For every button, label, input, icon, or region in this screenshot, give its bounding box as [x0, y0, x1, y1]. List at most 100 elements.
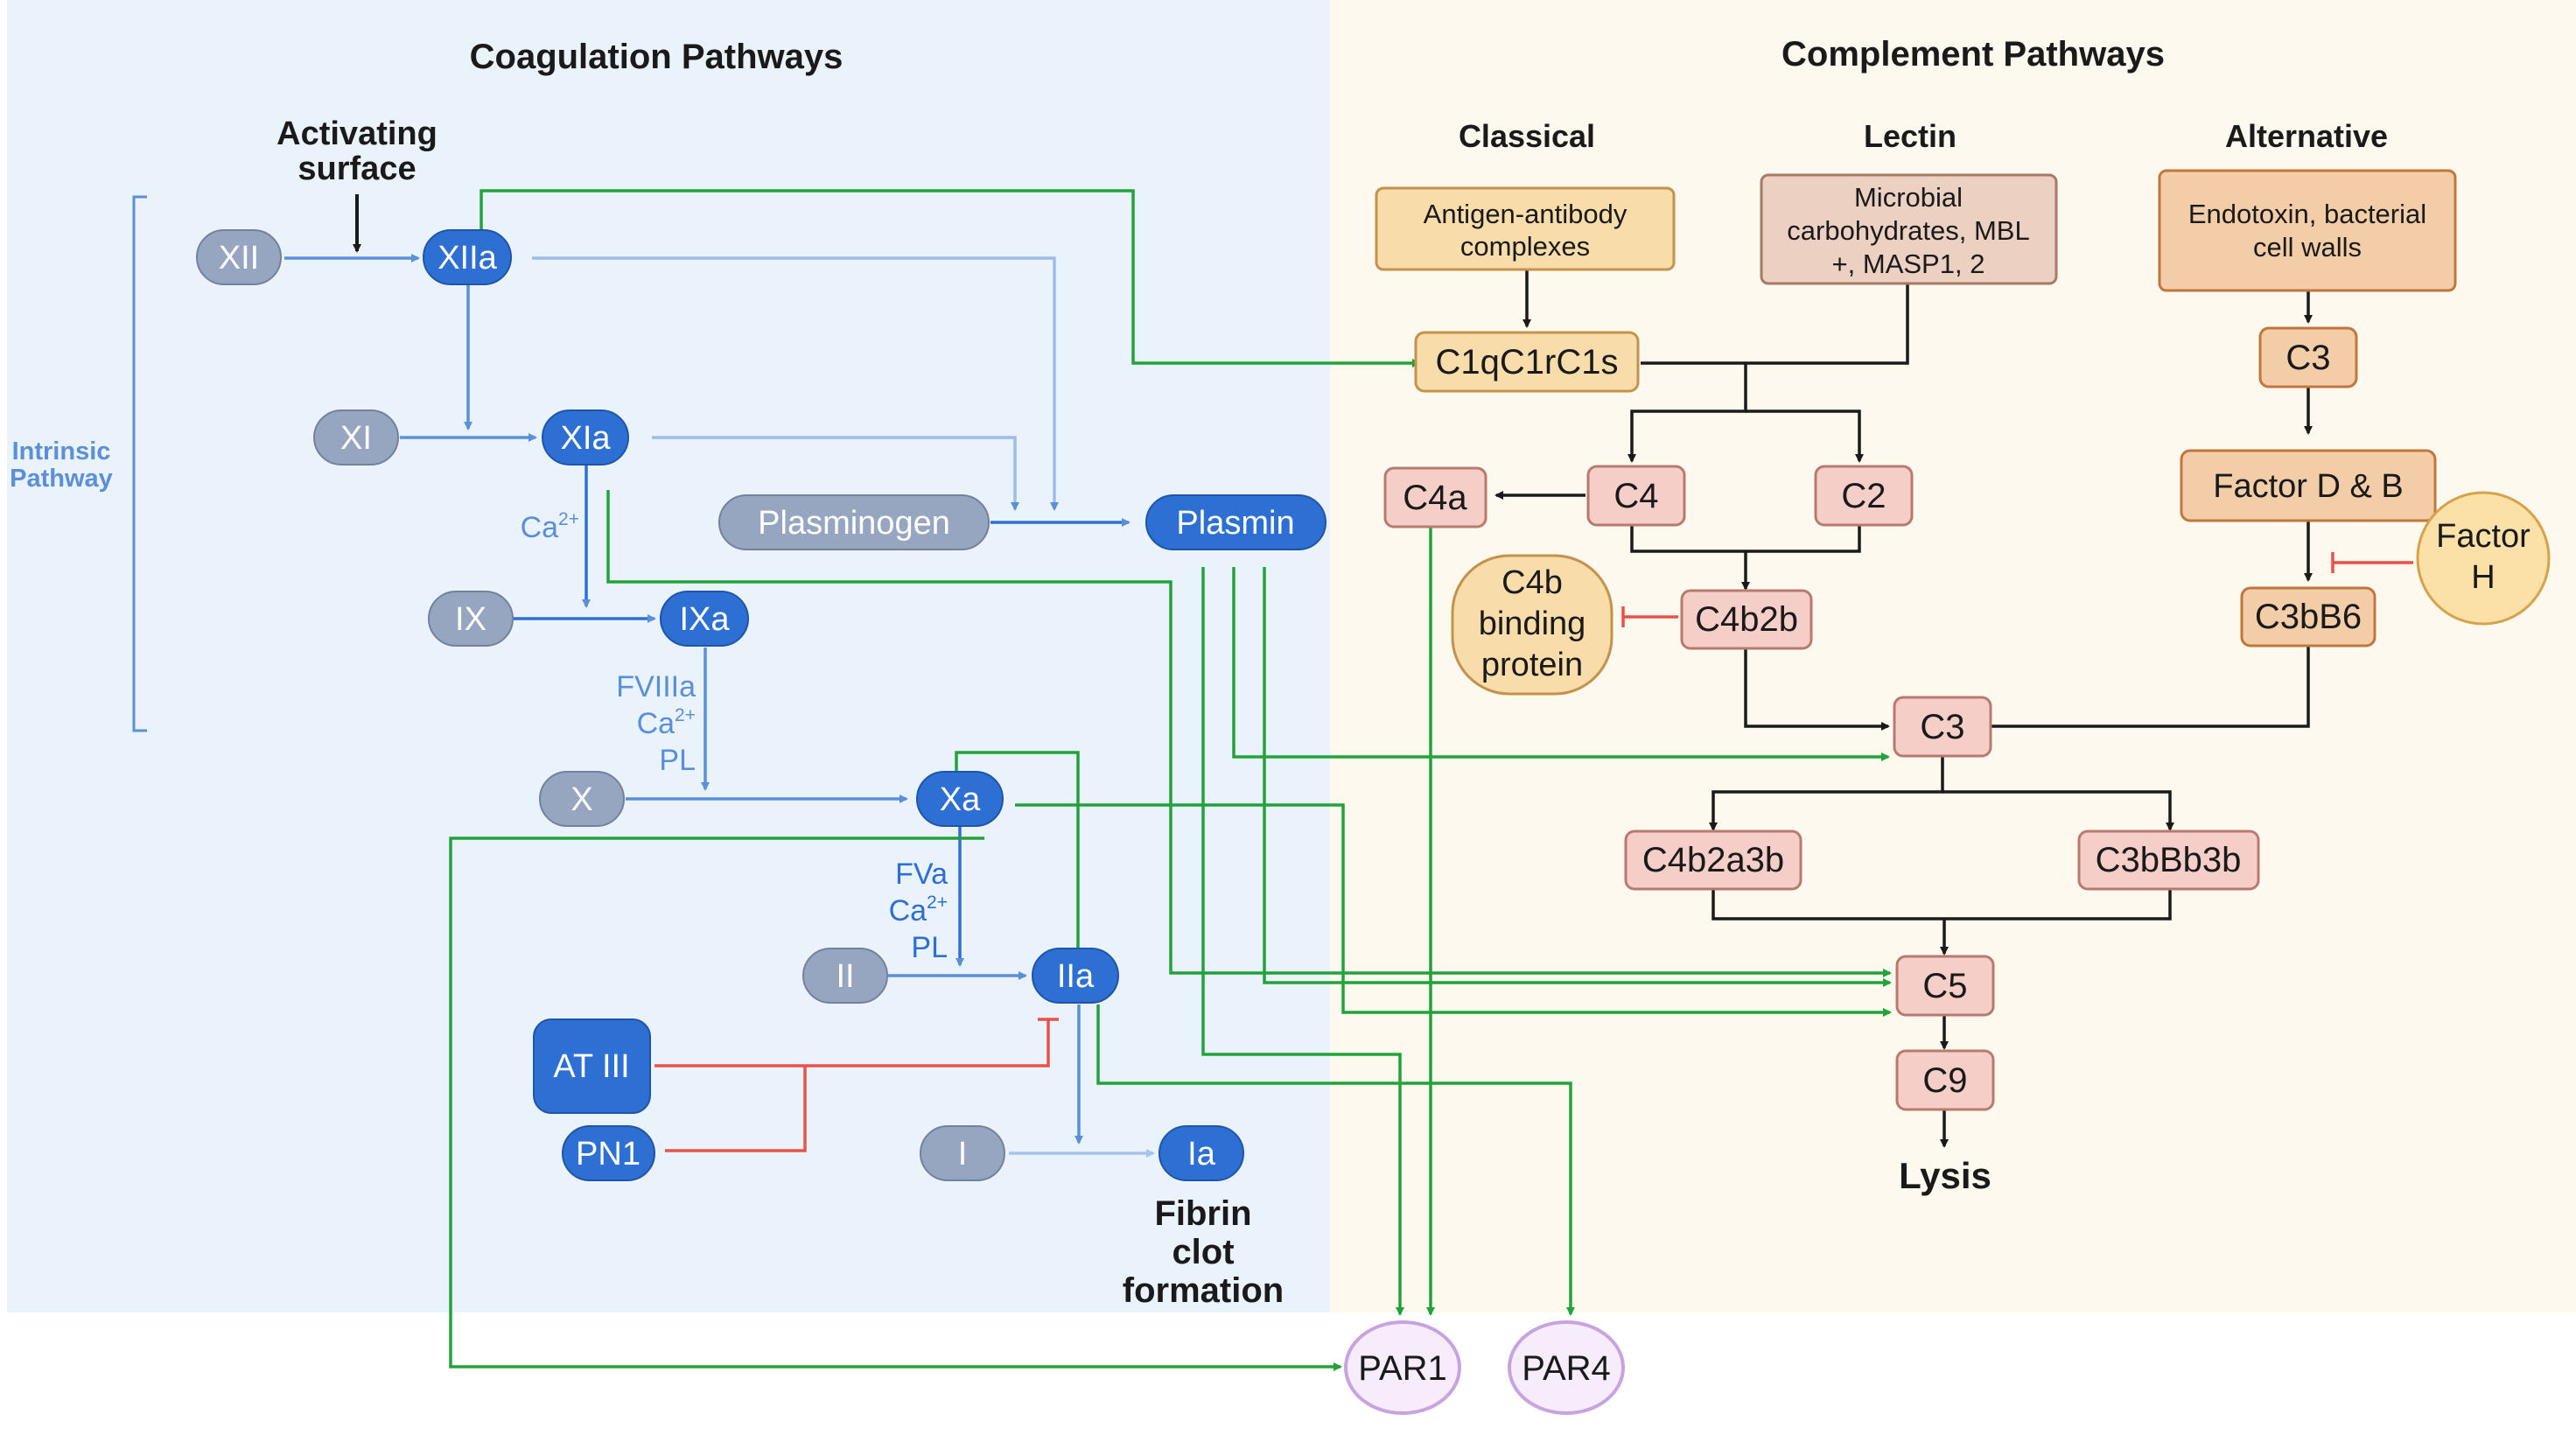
node-xiia-label: XIIa: [438, 240, 497, 276]
node-antigen-label-line1: Antigen-antibody: [1424, 199, 1628, 229]
node-par1-label: PAR1: [1358, 1349, 1447, 1388]
intrinsic-bracket: [132, 195, 147, 732]
node-i: I: [920, 1125, 1005, 1181]
node-c9-label: C9: [1922, 1061, 1967, 1100]
node-iia: IIa: [1032, 948, 1119, 1004]
node-c2: C2: [1814, 465, 1914, 527]
node-c4b-binding-protein: C4b binding protein: [1451, 554, 1614, 696]
node-endotoxin-label-line1: Endotoxin, bacterial: [2188, 199, 2426, 229]
node-xi: XI: [313, 410, 399, 466]
node-microbial-label-line1: Microbial: [1854, 182, 1963, 213]
node-factor-d-b: Factor D & B: [2180, 449, 2437, 522]
intrinsic-label-line1: Intrinsic: [12, 438, 111, 466]
node-c4bbp-label-line2: binding: [1479, 606, 1586, 642]
node-antigen-antibody: Antigen-antibody complexes: [1375, 186, 1676, 271]
pl-cofactor-ixa: PL: [659, 744, 696, 777]
ca-cofactor-ixa: Ca2+: [637, 705, 696, 740]
node-ixa-label: IXa: [679, 601, 730, 638]
node-pn1: PN1: [562, 1125, 655, 1181]
node-ia: Ia: [1158, 1125, 1244, 1181]
node-c4: C4: [1586, 465, 1686, 527]
node-par1: PAR1: [1344, 1320, 1461, 1415]
node-ix: IX: [428, 591, 514, 647]
node-xi-label: XI: [340, 420, 372, 457]
node-factor-h: Factor H: [2416, 491, 2551, 626]
node-c3bbb3b: C3bBb3b: [2077, 830, 2260, 891]
node-c4-label: C4: [1614, 477, 1658, 515]
coagulation-panel: [7, 0, 1330, 1312]
intrinsic-label-line2: Pathway: [10, 465, 113, 493]
node-c9: C9: [1895, 1049, 1995, 1111]
node-xiia: XIIa: [423, 229, 512, 285]
lectin-heading: Lectin: [1864, 118, 1956, 154]
activating-surface-line2: surface: [298, 150, 416, 187]
node-ii: II: [802, 948, 888, 1004]
cross-pathway-edges: [449, 189, 1892, 1371]
node-at-iii: AT III: [533, 1018, 651, 1114]
coagulation-title: Coagulation Pathways: [470, 38, 844, 76]
fva-cofactor: FVa: [895, 858, 948, 891]
node-par4-label: PAR4: [1522, 1349, 1611, 1388]
activating-surface-line1: Activating: [276, 116, 438, 152]
node-xia: XIa: [542, 410, 629, 466]
alternative-heading: Alternative: [2225, 118, 2388, 154]
fibrin-label-line3: formation: [1123, 1271, 1284, 1310]
node-endotoxin-label-line2: cell walls: [2253, 232, 2362, 262]
fviiia-cofactor: FVIIIa: [616, 670, 696, 704]
fibrin-label-line2: clot: [1172, 1233, 1234, 1271]
ca-cofactor-xia: Ca2+: [521, 509, 579, 544]
node-c4bbp-label-line1: C4b: [1502, 564, 1563, 601]
node-c4a-label: C4a: [1403, 479, 1467, 517]
lysis-label: Lysis: [1899, 1155, 1992, 1196]
node-c3bbb3b-label: C3bBb3b: [2096, 841, 2242, 879]
node-microbial: Microbial carbohydrates, MBL +, MASP1, 2: [1760, 173, 2058, 285]
node-x: X: [539, 771, 625, 827]
node-i-label: I: [958, 1136, 968, 1172]
node-microbial-label-line3: +, MASP1, 2: [1832, 248, 1985, 279]
node-c1qc1rc1s: C1qC1rC1s: [1414, 331, 1640, 393]
node-factor-h-label-line2: H: [2471, 559, 2495, 596]
node-xii-label: XII: [219, 240, 259, 276]
node-pn1-label: PN1: [576, 1136, 640, 1172]
node-c3-label: C3: [1920, 708, 1964, 746]
node-xii: XII: [196, 229, 282, 285]
node-c4b2b-label: C4b2b: [1695, 600, 1798, 639]
node-c1q-label: C1qC1rC1s: [1436, 343, 1619, 382]
node-antigen-label-line2: complexes: [1460, 231, 1590, 262]
node-microbial-label-line2: carbohydrates, MBL: [1787, 215, 2029, 246]
node-factor-h-label-line1: Factor: [2436, 518, 2530, 555]
node-plasminogen: Plasminogen: [718, 494, 990, 550]
inhibition-edges: [654, 552, 2413, 1152]
node-xia-label: XIa: [560, 420, 611, 457]
node-plasmin-label: Plasmin: [1176, 505, 1294, 542]
ca-cofactor-xa: Ca2+: [889, 892, 948, 928]
node-c4a: C4a: [1383, 466, 1488, 528]
node-endotoxin: Endotoxin, bacterial cell walls: [2158, 169, 2457, 292]
node-at-iii-label: AT III: [553, 1048, 629, 1085]
complement-edges: [1494, 270, 2313, 1148]
node-c5: C5: [1895, 955, 1995, 1017]
node-c2-label: C2: [1841, 477, 1886, 515]
node-par4: PAR4: [1508, 1320, 1625, 1415]
node-ixa: IXa: [660, 591, 749, 647]
node-ii-label: II: [836, 958, 854, 995]
coagulation-edges: [284, 254, 1155, 1158]
node-c3: C3: [1893, 696, 1992, 758]
node-factor-db-label: Factor D & B: [2213, 468, 2404, 505]
node-xa-label: Xa: [940, 781, 981, 818]
node-c4bbp-label-line3: protein: [1481, 647, 1583, 683]
node-plasmin: Plasmin: [1145, 494, 1326, 550]
node-ix-label: IX: [455, 601, 486, 638]
node-plasminogen-label: Plasminogen: [758, 505, 950, 542]
classical-heading: Classical: [1459, 118, 1595, 154]
node-xa: Xa: [916, 771, 1004, 827]
node-c4b2a3b-label: C4b2a3b: [1642, 841, 1784, 879]
node-c4b2b: C4b2b: [1680, 589, 1813, 650]
node-x-label: X: [570, 781, 592, 818]
node-c3-alternative: C3: [2258, 326, 2358, 388]
complement-title: Complement Pathways: [1782, 35, 2165, 74]
node-c5-label: C5: [1922, 967, 1967, 1005]
node-c4b2a3b: C4b2a3b: [1624, 830, 1802, 891]
fibrin-label-line1: Fibrin: [1154, 1194, 1251, 1233]
